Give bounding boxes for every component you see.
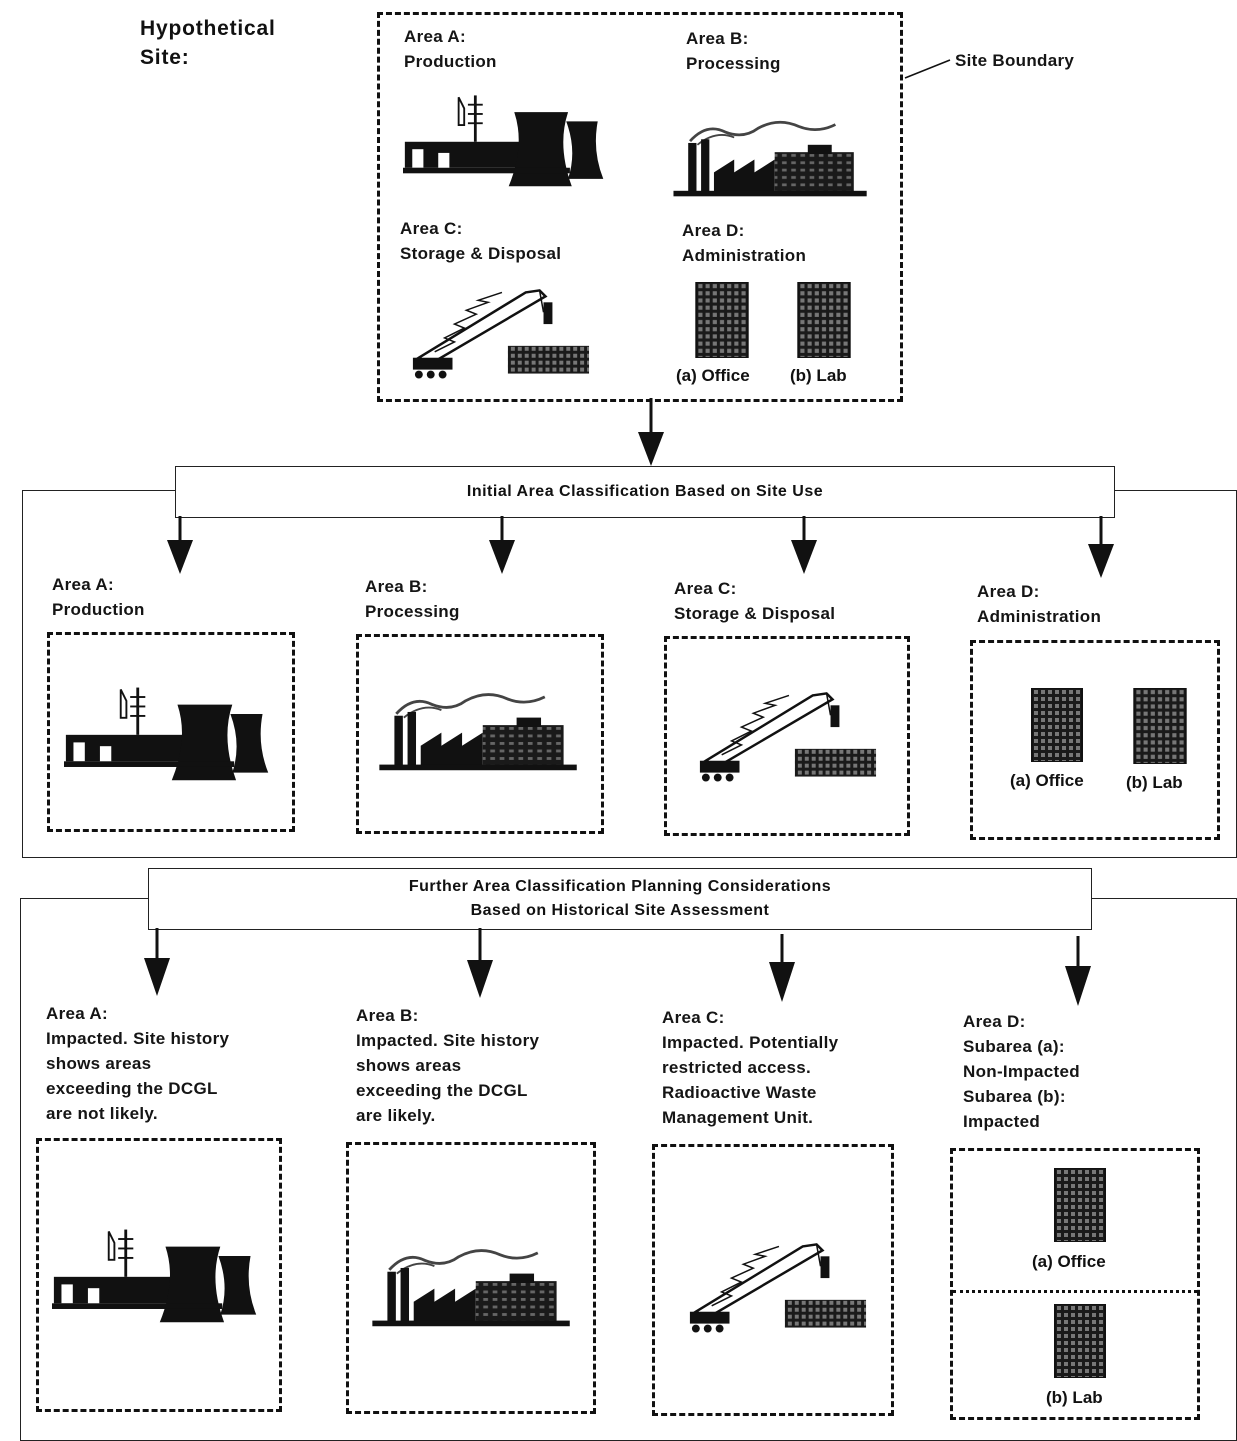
area-label-line: Production bbox=[404, 52, 497, 71]
area-text-line: Impacted. Potentially bbox=[662, 1033, 839, 1052]
further-header-line2: Based on Historical Site Assessment bbox=[470, 902, 770, 919]
initial-area-c-box bbox=[664, 636, 910, 836]
initial-area-b-box bbox=[356, 634, 604, 834]
crane-disposal-icon bbox=[405, 282, 593, 382]
area-text-line: shows areas bbox=[46, 1054, 152, 1073]
down-arrow-icon bbox=[467, 928, 493, 998]
further-area-c-box bbox=[652, 1144, 894, 1416]
area-text-line: Impacted bbox=[963, 1112, 1041, 1131]
area-label-line: Area C: bbox=[400, 219, 463, 238]
crane-disposal-icon bbox=[682, 1236, 870, 1336]
area-text-line: Subarea (b): bbox=[963, 1087, 1066, 1106]
further-area-b-box bbox=[346, 1142, 596, 1414]
initial-area-b-label: Area B: Processing bbox=[365, 574, 460, 624]
area-text-line: Management Unit. bbox=[662, 1108, 814, 1127]
area-text-line: Radioactive Waste bbox=[662, 1083, 817, 1102]
area-label-line: Area C: bbox=[674, 579, 737, 598]
factory-icon bbox=[662, 108, 880, 200]
area-text-line: Area A: bbox=[46, 1004, 108, 1023]
area-text-line: Impacted. Site history bbox=[356, 1031, 540, 1050]
initial-header-bar: Initial Area Classification Based on Sit… bbox=[175, 466, 1115, 518]
lab-label: (b) Lab bbox=[1046, 1388, 1103, 1407]
area-label-line: Area A: bbox=[404, 27, 466, 46]
area-text-line: Non-Impacted bbox=[963, 1062, 1080, 1081]
further-area-b-text: Area B: Impacted. Site history shows are… bbox=[356, 1003, 539, 1128]
down-arrow-icon bbox=[1065, 936, 1091, 1006]
factory-icon bbox=[368, 680, 590, 774]
lab-building-icon bbox=[1132, 688, 1188, 764]
further-header-line1: Further Area Classification Planning Con… bbox=[408, 878, 832, 895]
area-label-line: Processing bbox=[686, 54, 781, 73]
lab-label: (b) Lab bbox=[1126, 773, 1183, 792]
initial-area-a-label: Area A: Production bbox=[52, 572, 145, 622]
down-arrow-icon bbox=[1088, 516, 1114, 578]
site-area-b-label: Area B: Processing bbox=[686, 26, 781, 76]
lab-building-icon bbox=[797, 282, 851, 358]
area-text-line: are likely. bbox=[356, 1106, 436, 1125]
lab-building-icon bbox=[1053, 1304, 1107, 1378]
area-label-line: Administration bbox=[682, 246, 807, 265]
initial-area-c-label: Area C: Storage & Disposal bbox=[674, 576, 835, 626]
initial-header-text: Initial Area Classification Based on Sit… bbox=[466, 483, 824, 500]
office-label: (a) Office bbox=[1032, 1252, 1106, 1271]
initial-area-d-box bbox=[970, 640, 1220, 840]
site-area-d-label: Area D: Administration bbox=[682, 218, 806, 268]
area-text-line: shows areas bbox=[356, 1056, 462, 1075]
site-area-c-label: Area C: Storage & Disposal bbox=[400, 216, 561, 266]
area-text-line: Impacted. Site history bbox=[46, 1029, 230, 1048]
further-area-c-text: Area C: Impacted. Potentially restricted… bbox=[662, 1005, 838, 1130]
office-label: (a) Office bbox=[676, 366, 750, 385]
lab-label: (b) Lab bbox=[790, 366, 847, 385]
site-boundary bbox=[377, 12, 903, 402]
area-label-line: Storage & Disposal bbox=[400, 244, 562, 263]
office-building-icon bbox=[695, 282, 749, 358]
site-boundary-label: Site Boundary bbox=[955, 51, 1075, 70]
area-text-line: are not likely. bbox=[46, 1104, 158, 1123]
further-area-a-box bbox=[36, 1138, 282, 1412]
further-area-d-text: Area D: Subarea (a): Non-Impacted Subare… bbox=[963, 1009, 1080, 1134]
production-plant-icon bbox=[58, 680, 278, 784]
area-label-line: Area D: bbox=[682, 221, 745, 240]
production-plant-icon bbox=[46, 1222, 266, 1326]
crane-disposal-icon bbox=[692, 684, 880, 786]
down-arrow-icon bbox=[144, 928, 170, 996]
area-label-line: Storage & Disposal bbox=[674, 604, 836, 623]
site-title-line2: Site: bbox=[140, 46, 190, 69]
area-text-line: exceeding the DCGL bbox=[356, 1081, 528, 1100]
down-arrow-icon bbox=[769, 934, 795, 1002]
office-building-icon bbox=[1053, 1168, 1107, 1242]
area-text-line: Subarea (a): bbox=[963, 1037, 1065, 1056]
area-label-line: Area B: bbox=[686, 29, 749, 48]
area-label-line: Area D: bbox=[977, 582, 1040, 601]
further-area-d-box bbox=[950, 1148, 1200, 1420]
area-text-line: Area B: bbox=[356, 1006, 419, 1025]
area-label-line: Production bbox=[52, 600, 145, 619]
area-text-line: Area D: bbox=[963, 1012, 1026, 1031]
office-label: (a) Office bbox=[1010, 771, 1084, 790]
area-text-line: Area C: bbox=[662, 1008, 725, 1027]
subarea-divider bbox=[953, 1290, 1197, 1293]
office-building-icon bbox=[1028, 688, 1086, 762]
down-arrow-icon bbox=[791, 516, 817, 574]
down-arrow-icon bbox=[489, 516, 515, 574]
site-title: Hypothetical Site: bbox=[140, 14, 276, 72]
production-plant-icon bbox=[395, 88, 615, 190]
initial-area-d-label: Area D: Administration bbox=[977, 579, 1101, 629]
factory-icon bbox=[362, 1236, 582, 1330]
site-area-a-label: Area A: Production bbox=[404, 24, 497, 74]
area-text-line: exceeding the DCGL bbox=[46, 1079, 218, 1098]
down-arrow-icon bbox=[638, 398, 664, 466]
site-title-line1: Hypothetical bbox=[140, 17, 276, 40]
area-label-line: Administration bbox=[977, 607, 1102, 626]
further-area-a-text: Area A: Impacted. Site history shows are… bbox=[46, 1001, 229, 1126]
area-text-line: restricted access. bbox=[662, 1058, 812, 1077]
initial-area-a-box bbox=[47, 632, 295, 832]
further-header-bar: Further Area Classification Planning Con… bbox=[148, 868, 1092, 930]
area-label-line: Area B: bbox=[365, 577, 428, 596]
area-label-line: Processing bbox=[365, 602, 460, 621]
area-label-line: Area A: bbox=[52, 575, 114, 594]
down-arrow-icon bbox=[167, 516, 193, 574]
